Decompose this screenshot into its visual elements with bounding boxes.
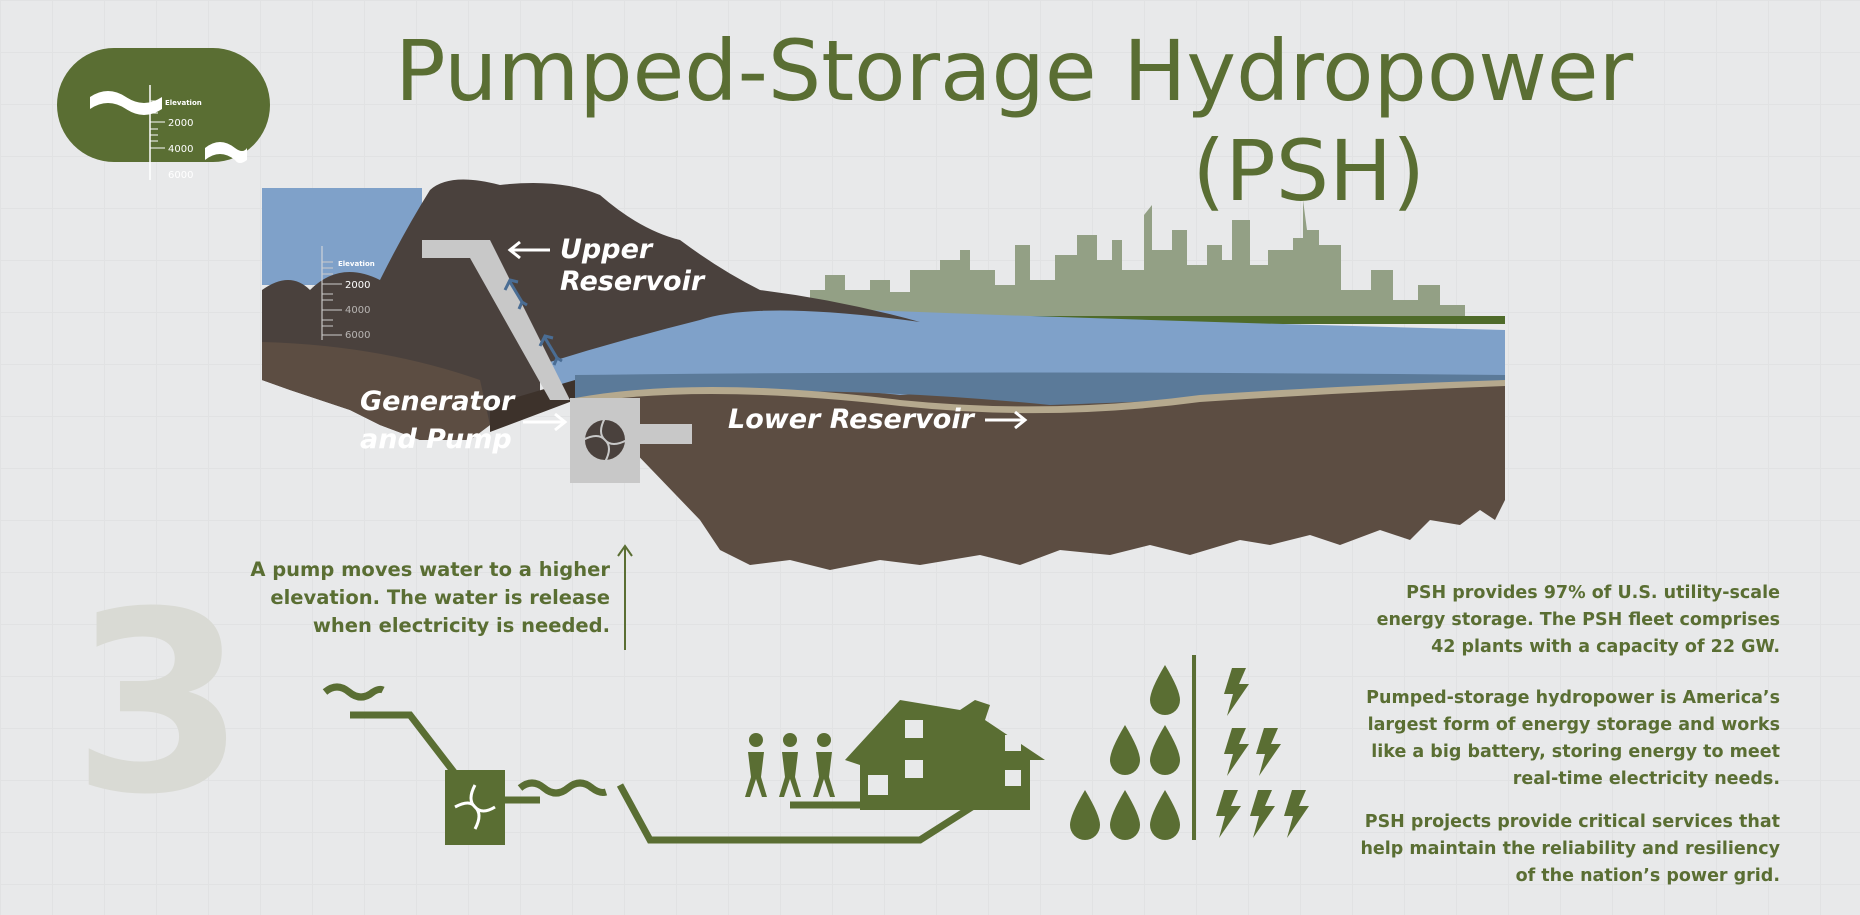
low-water-icon: [205, 142, 247, 163]
title-line2: (PSH): [1192, 122, 1425, 220]
caption-line: elevation. The water is release: [270, 586, 610, 609]
title-line1: Pumped-Storage Hydropower: [395, 22, 1634, 120]
lower-reservoir-water: [540, 305, 1505, 395]
tick-label: 2000: [345, 280, 370, 291]
info-line: 42 plants with a capacity of 22 GW.: [1431, 637, 1780, 657]
lightning-bolts-icon: [1216, 668, 1309, 838]
caption-line: when electricity is needed.: [313, 614, 610, 637]
info-line: real-time electricity needs.: [1513, 769, 1780, 789]
high-water-icon: [90, 91, 162, 115]
diagram-elevation-scale: Elevation 2000 4000 6000: [321, 246, 375, 341]
soil-layer: [262, 342, 490, 440]
city-skyline: [810, 200, 1465, 320]
deep-water: [575, 372, 1505, 405]
elevation-label: Elevation: [338, 260, 375, 268]
generator-label: Generator: [360, 386, 516, 417]
info-line: PSH projects provide critical services t…: [1365, 812, 1780, 832]
caption-line: A pump moves water to a higher: [250, 558, 610, 581]
grass: [905, 316, 1505, 324]
info-text: PSH provides 97% of U.S. utility-scale e…: [1360, 583, 1780, 886]
info-line: largest form of energy storage and works: [1368, 715, 1780, 735]
generator-label: and Pump: [360, 424, 512, 455]
step-number: 3: [72, 558, 246, 849]
house-icon: [845, 700, 1045, 810]
divider: [1192, 655, 1196, 840]
info-line: help maintain the reliability and resili…: [1360, 839, 1780, 859]
info-line: like a big battery, storing energy to me…: [1371, 742, 1780, 762]
elevation-badge: Elevation 2000 4000 6000: [57, 48, 270, 181]
tick-label: 4000: [345, 305, 370, 316]
flow-arrow-icon: [538, 334, 563, 366]
tick-label: 6000: [345, 330, 370, 341]
info-line: energy storage. The PSH fleet comprises: [1377, 610, 1780, 630]
upper-arrow-icon: [507, 240, 550, 260]
penstock: [422, 240, 692, 483]
upper-reservoir-label: Upper: [560, 234, 654, 265]
generator-arrow-icon: [523, 412, 568, 432]
elevation-label: Elevation: [165, 99, 202, 107]
info-line: of the nation’s power grid.: [1516, 866, 1780, 886]
caption-arrow-icon: [617, 544, 633, 650]
lower-arrow-icon: [985, 410, 1028, 430]
flow-arrow-icon: [503, 278, 528, 310]
lower-ground: [575, 373, 1505, 570]
tick-label: 2000: [168, 118, 193, 129]
info-line: Pumped-storage hydropower is America’s: [1366, 688, 1780, 708]
water-drops-icon: [1070, 665, 1180, 840]
upper-reservoir-label: Reservoir: [560, 266, 706, 297]
tick-label: 6000: [168, 170, 193, 181]
tick-label: 4000: [168, 144, 193, 155]
people-icon: [745, 733, 835, 797]
info-line: PSH provides 97% of U.S. utility-scale: [1406, 583, 1780, 603]
lower-reservoir-label: Lower Reservoir: [728, 404, 976, 435]
shoreline: [575, 380, 1505, 414]
